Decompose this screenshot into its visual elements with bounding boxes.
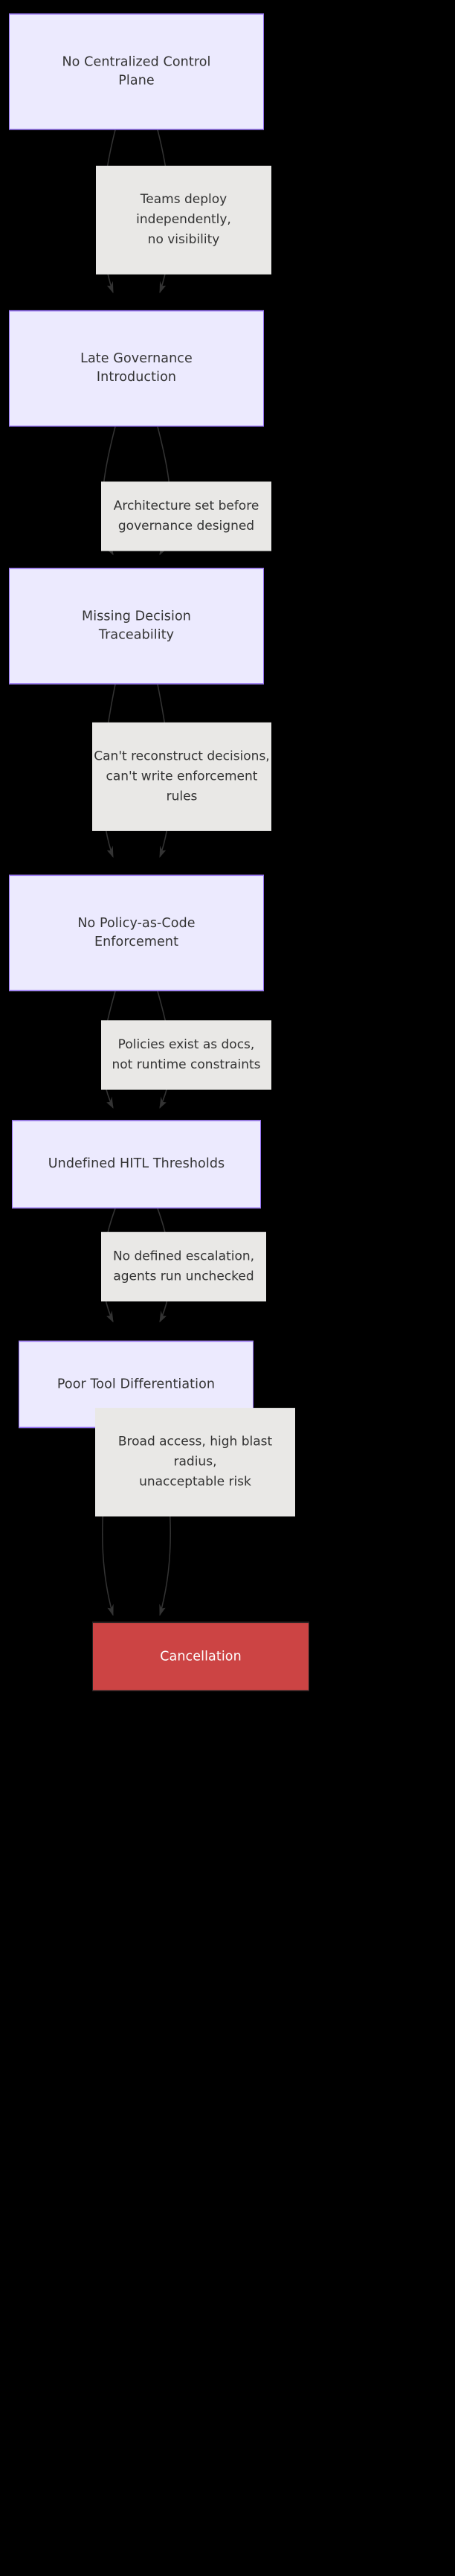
edge-label-text: Teams deploy independently, no visibilit… <box>136 192 231 248</box>
node-label: No Policy-as-Code Enforcement <box>77 916 196 949</box>
node-cancellation[interactable]: Cancellation <box>92 1621 309 1691</box>
edge-label-teams-deploy-independently: Teams deploy independently, no visibilit… <box>96 165 271 275</box>
node-undefined-hitl-thresholds[interactable]: Undefined HITL Thresholds <box>12 1120 261 1209</box>
node-label: No Centralized Control Plane <box>62 54 211 89</box>
flowchart-canvas: No Centralized Control Plane Teams deplo… <box>9 13 309 1691</box>
node-label: Cancellation <box>160 1648 242 1664</box>
edge-label-text: Can't reconstruct decisions, can't write… <box>94 749 270 804</box>
edge-label-no-defined-escalation: No defined escalation, agents run unchec… <box>101 1231 266 1302</box>
edge-label-text: Policies exist as docs, not runtime cons… <box>112 1037 261 1072</box>
edge-label-text: Broad access, high blast radius, unaccep… <box>117 1434 273 1490</box>
node-missing-decision-traceability[interactable]: Missing Decision Traceability <box>9 568 264 685</box>
edge-label-text: Architecture set before governance desig… <box>113 499 259 534</box>
node-late-governance-introduction[interactable]: Late Governance Introduction <box>9 310 264 427</box>
edge-label-text: No defined escalation, agents run unchec… <box>112 1249 255 1284</box>
node-label: Undefined HITL Thresholds <box>48 1156 225 1172</box>
node-no-centralized-control-plane[interactable]: No Centralized Control Plane <box>9 13 264 130</box>
edge-label-architecture-set-before-governance: Architecture set before governance desig… <box>101 481 271 551</box>
edge-label-cant-reconstruct-decisions: Can't reconstruct decisions, can't write… <box>92 722 271 831</box>
edge-label-broad-access-high-blast-radius: Broad access, high blast radius, unaccep… <box>95 1408 295 1517</box>
edge-label-policies-exist-as-docs: Policies exist as docs, not runtime cons… <box>101 1020 271 1090</box>
node-label: Poor Tool Differentiation <box>57 1377 216 1392</box>
node-label: Late Governance Introduction <box>80 351 193 385</box>
node-no-policy-as-code-enforcement[interactable]: No Policy-as-Code Enforcement <box>9 874 264 992</box>
node-label: Missing Decision Traceability <box>82 609 191 643</box>
